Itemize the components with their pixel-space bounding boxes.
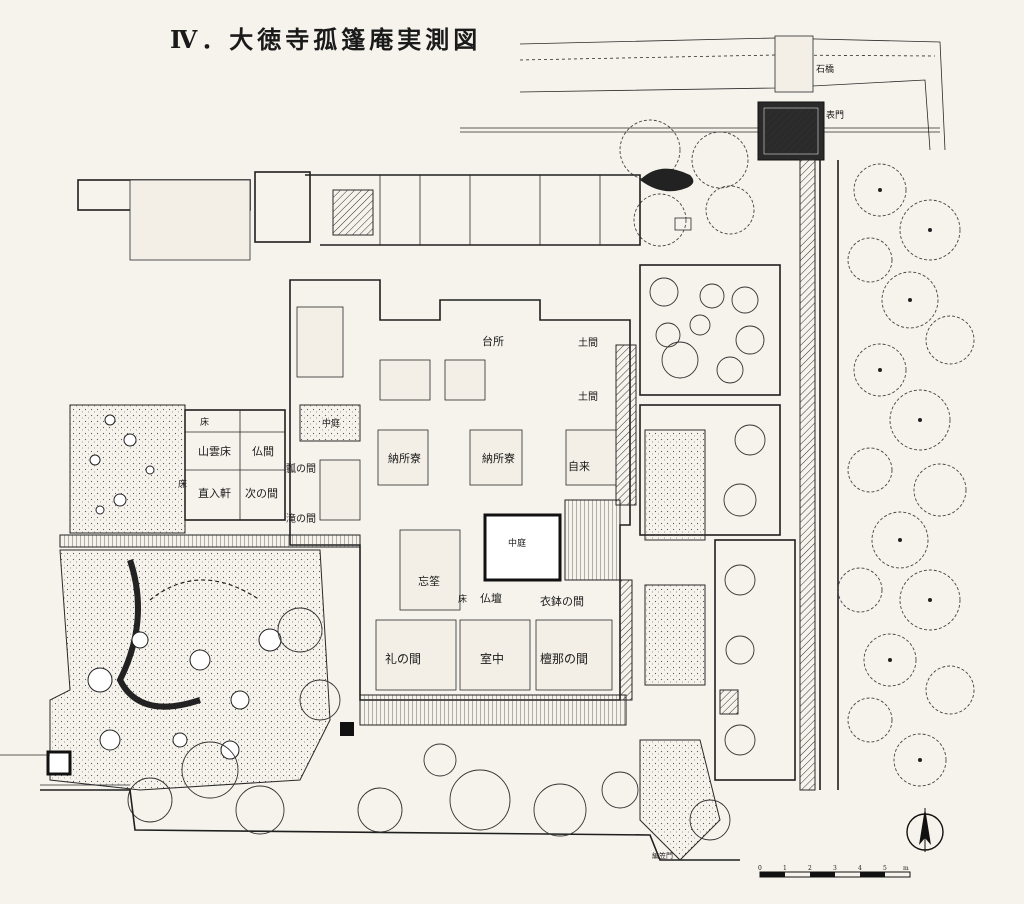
nakaniwa-label-2: 中庭 bbox=[508, 537, 526, 549]
main-building bbox=[59, 171, 641, 726]
doma-label-2: 土間 bbox=[578, 390, 598, 403]
east-garden bbox=[799, 159, 975, 791]
scale-tick-1: 1 bbox=[783, 865, 787, 872]
shicchu-label: 室中 bbox=[480, 651, 504, 666]
danna-no-ma-label: 檀那の間 bbox=[540, 651, 588, 666]
scale-unit: m bbox=[903, 865, 909, 872]
scale-tick-3: 3 bbox=[833, 865, 837, 872]
scale-bar: 0 1 2 3 4 5 m bbox=[758, 865, 911, 878]
omotemon-label: 表門 bbox=[826, 109, 844, 121]
toko-label-2: 床 bbox=[178, 478, 187, 490]
approach-path bbox=[460, 35, 946, 151]
ehatsu-no-ma-label: 衣鉢の間 bbox=[540, 594, 584, 608]
nakaniwa-label-1: 中庭 bbox=[322, 417, 340, 429]
south-garden bbox=[40, 689, 740, 861]
taki-no-ma-label: 滝の間 bbox=[286, 513, 316, 525]
north-arrow-icon bbox=[906, 808, 944, 852]
sanunsho-label: 山雲床 bbox=[198, 444, 231, 458]
scale-tick-0: 0 bbox=[758, 865, 762, 872]
nasho-shitsu-label: 納所寮 bbox=[388, 451, 421, 465]
bosen-label: 忘筌 bbox=[418, 574, 440, 588]
west-small-garden bbox=[69, 404, 186, 534]
jikinyuken-label: 直入軒 bbox=[198, 486, 231, 500]
scale-tick-4: 4 bbox=[858, 865, 862, 872]
ishibashi-label: 石橋 bbox=[816, 63, 834, 75]
jirai-label: 自来 bbox=[568, 460, 590, 473]
south-west-garden bbox=[0, 549, 341, 823]
rei-no-ma-label: 礼の間 bbox=[385, 651, 421, 666]
east-courtyard bbox=[639, 264, 796, 781]
scale-tick-5: 5 bbox=[883, 865, 887, 872]
butsuma-label: 仏間 bbox=[252, 445, 274, 458]
doma-label-1: 土間 bbox=[578, 336, 598, 349]
henkomon-label: 編笠門 bbox=[652, 851, 673, 860]
toko-label-3: 床 bbox=[458, 593, 467, 605]
nasho-ryo-label: 納所寮 bbox=[482, 451, 515, 465]
room-labels: 台所 土間 土間 中庭 中庭 床 山雲床 仏間 床 直入軒 次の間 瓢の間 滝の… bbox=[178, 334, 673, 860]
entrance-garden bbox=[619, 119, 755, 247]
hyo-no-ma-label: 瓢の間 bbox=[286, 462, 316, 475]
tsugi-no-ma-label: 次の間 bbox=[245, 486, 278, 500]
plan-title: Ⅳ．大徳寺孤篷庵実測図 bbox=[170, 25, 481, 54]
daidokoro-label: 台所 bbox=[482, 334, 504, 348]
butsudan-label: 仏壇 bbox=[480, 591, 502, 605]
front-gate bbox=[757, 101, 825, 161]
toko-label-1: 床 bbox=[200, 416, 209, 428]
scale-tick-2: 2 bbox=[808, 865, 812, 872]
